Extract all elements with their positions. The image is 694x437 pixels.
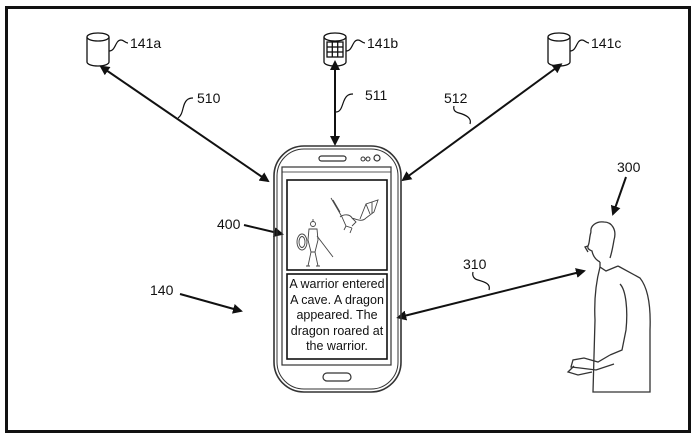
label-510: 510 <box>197 90 221 106</box>
screen-text-panel <box>286 273 388 360</box>
arrow-310 <box>396 268 586 321</box>
database-141c-icon <box>547 32 571 67</box>
leader-510 <box>177 97 194 119</box>
story-text: A warrior entered A cave. A dragon appea… <box>289 277 385 354</box>
database-141a-icon <box>86 32 110 67</box>
arrow-300 <box>610 176 627 216</box>
label-141c: 141c <box>591 35 622 51</box>
arrow-510 <box>99 65 270 183</box>
label-310: 310 <box>463 256 487 272</box>
leader-511 <box>335 93 354 113</box>
label-400: 400 <box>217 216 241 232</box>
label-512: 512 <box>444 90 468 106</box>
leader-141a <box>108 39 129 52</box>
leader-310 <box>472 271 490 291</box>
arrow-400 <box>243 224 284 238</box>
leader-141b <box>345 39 366 52</box>
arrow-512 <box>401 63 563 182</box>
figure-border <box>5 6 691 433</box>
leader-141c <box>569 39 590 52</box>
database-141b-icon <box>323 32 347 67</box>
label-140: 140 <box>150 282 174 298</box>
warrior-illustration <box>296 219 334 267</box>
label-141b: 141b <box>367 35 399 51</box>
dragon-illustration <box>330 197 379 234</box>
arrow-140 <box>179 293 243 314</box>
screen-illustration-panel <box>286 179 388 271</box>
leader-512 <box>453 105 471 125</box>
label-511: 511 <box>365 87 388 103</box>
label-141a: 141a <box>130 35 162 51</box>
label-300: 300 <box>617 159 641 175</box>
smartphone-icon <box>273 145 402 393</box>
person-figure-icon <box>566 221 651 393</box>
